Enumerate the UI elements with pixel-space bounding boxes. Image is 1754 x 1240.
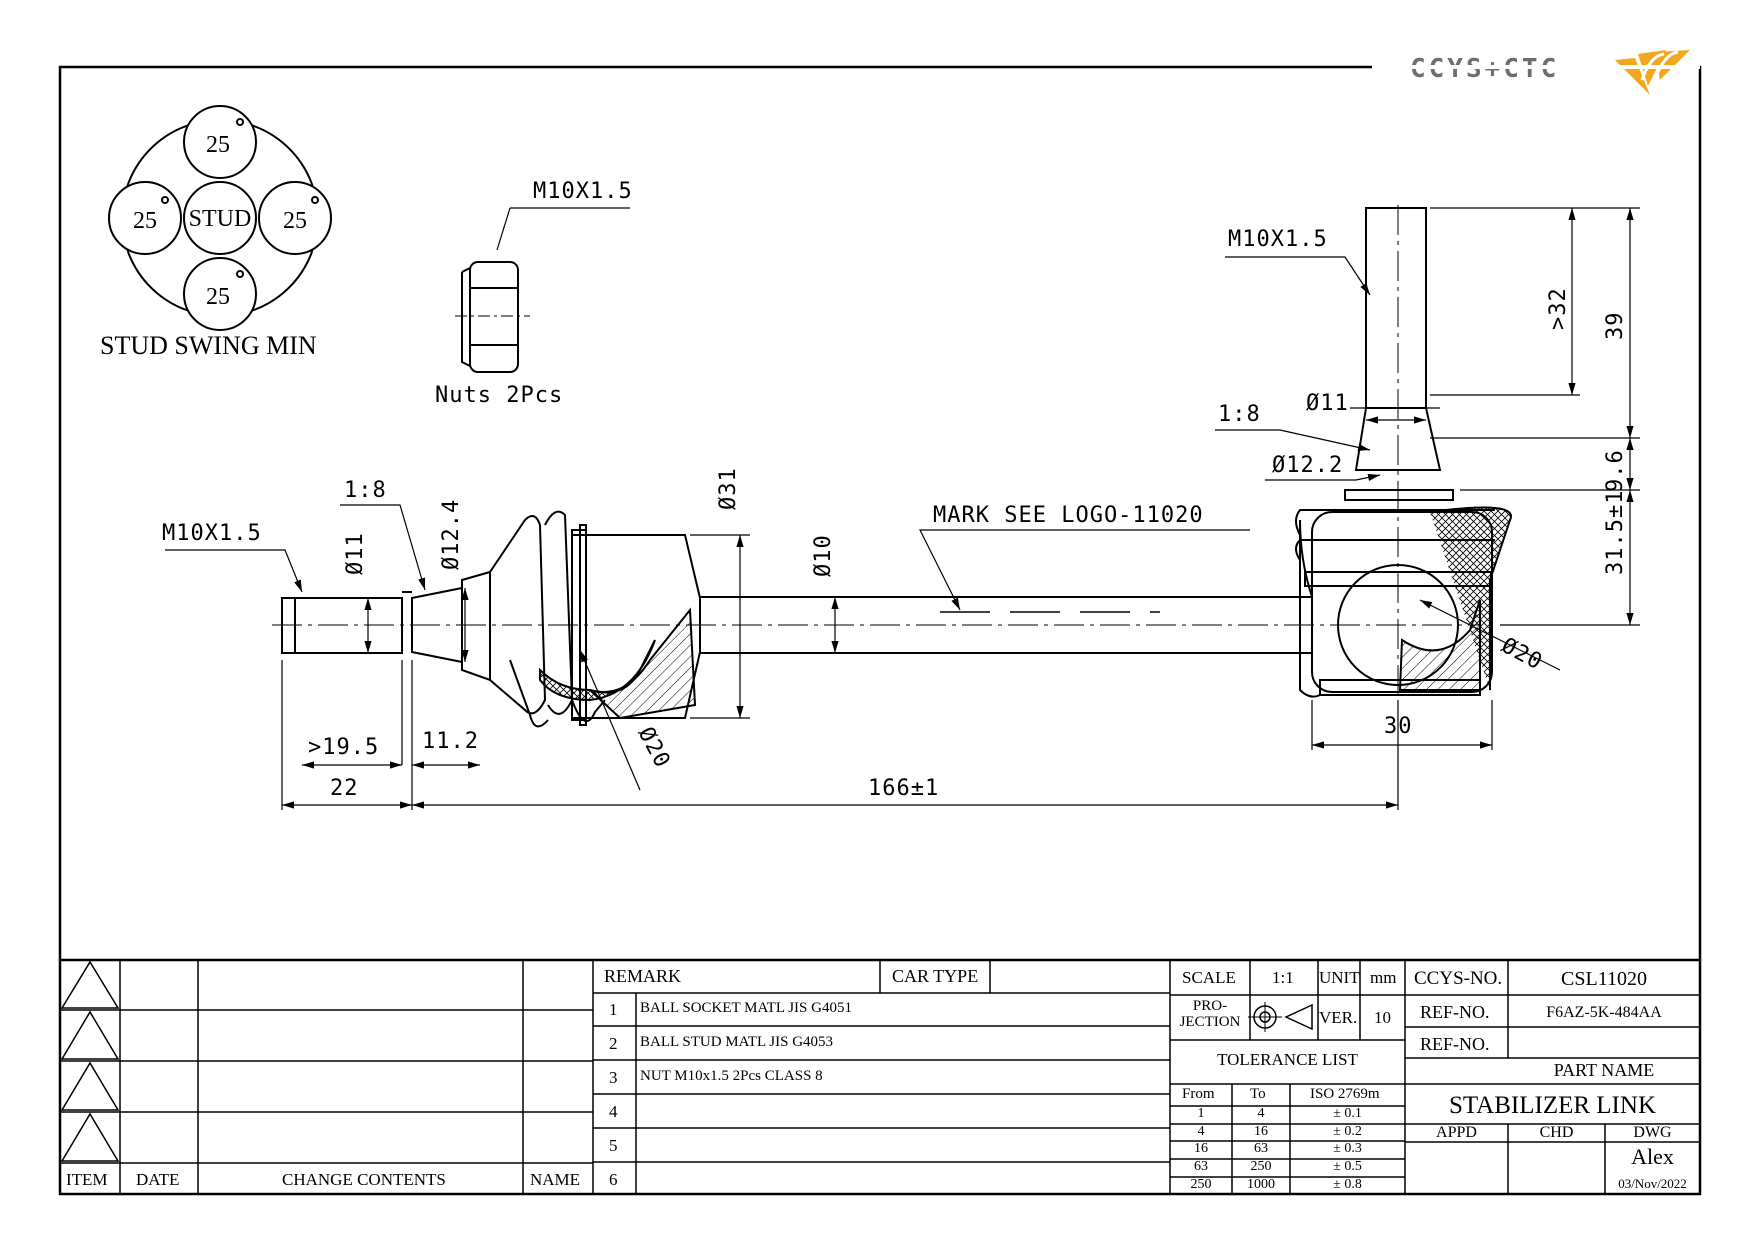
tol-from-2: 4 [1197, 1124, 1205, 1139]
projection-label-1: PRO- [1192, 998, 1228, 1014]
dim-11-2: 11.2 [422, 729, 479, 754]
tol-header-to: To [1250, 1086, 1266, 1102]
ccys-no: CSL11020 [1561, 968, 1647, 990]
scale-value: 1:1 [1272, 968, 1294, 987]
ref-label-1: REF-NO. [1420, 1002, 1490, 1022]
rev-header-name: NAME [530, 1170, 581, 1189]
car-type-label: CAR TYPE [892, 966, 979, 986]
dim-mark: MARK SEE LOGO-11020 [933, 503, 1204, 528]
ver-value: 10 [1374, 1008, 1391, 1027]
ref-no-1: F6AZ-5K-484AA [1546, 1004, 1662, 1021]
ver-label: VER. [1319, 1008, 1358, 1027]
dim-taper-left: 1:8 [344, 478, 387, 503]
tol-from-3: 16 [1194, 1141, 1208, 1156]
dim-d10: Ø10 [811, 534, 836, 577]
tol-from-4: 63 [1194, 1159, 1208, 1174]
projection-label: PRO- JECTION [1172, 998, 1248, 1030]
tol-val-3: ± 0.3 [1333, 1141, 1362, 1156]
tol-to-2: 16 [1254, 1124, 1268, 1139]
dim-right-thread: M10X1.5 [1228, 227, 1328, 252]
dim-22: 22 [330, 776, 359, 801]
nut-thread-label: M10X1.5 [533, 179, 633, 204]
dim-32: >32 [1546, 287, 1571, 330]
tol-to-4: 250 [1250, 1159, 1272, 1174]
remark-text-3: NUT M10x1.5 2Pcs CLASS 8 [640, 1068, 823, 1084]
ref-label-2: REF-NO. [1420, 1034, 1490, 1054]
dim-d20-left: Ø20 [633, 723, 675, 772]
swing-angle-right: 25 [283, 208, 307, 234]
remark-no-3: 3 [609, 1068, 618, 1087]
tol-header-iso: ISO 2769m [1310, 1086, 1380, 1102]
tol-from-5: 250 [1190, 1177, 1212, 1192]
remark-no-4: 4 [609, 1102, 618, 1121]
dim-d31: Ø31 [716, 467, 741, 510]
stud-swing-diagram [108, 105, 332, 331]
dimension-lines [165, 207, 1640, 810]
drawer-name: Alex [1631, 1144, 1674, 1169]
swing-angle-bottom: 25 [206, 284, 230, 310]
remark-label: REMARK [604, 966, 682, 986]
dim-31-5: 31.5±1 [1603, 490, 1628, 575]
dim-39: 39 [1603, 312, 1628, 341]
dim-d12-4: Ø12.4 [439, 499, 464, 570]
tol-val-2: ± 0.2 [1333, 1124, 1362, 1139]
part-name: STABILIZER LINK [1449, 1092, 1656, 1119]
drawing-date: 03/Nov/2022 [1618, 1176, 1687, 1191]
dwg-label: DWG [1633, 1124, 1672, 1141]
part-name-label: PART NAME [1553, 1060, 1655, 1080]
unit-value: mm [1370, 968, 1397, 987]
dim-taper-right: 1:8 [1218, 402, 1261, 427]
tol-to-1: 4 [1257, 1106, 1265, 1121]
remark-no-5: 5 [609, 1136, 618, 1155]
rev-header-change: CHANGE CONTENTS [282, 1170, 446, 1189]
chd-label: CHD [1539, 1124, 1574, 1141]
tol-val-5: ± 0.8 [1333, 1177, 1362, 1192]
tol-from-1: 1 [1197, 1106, 1205, 1121]
swing-caption: STUD SWING MIN [100, 331, 317, 360]
dim-left-thread: M10X1.5 [162, 521, 262, 546]
tol-val-4: ± 0.5 [1333, 1159, 1362, 1174]
appd-label: APPD [1436, 1124, 1477, 1141]
rev-header-date: DATE [136, 1170, 180, 1189]
ccys-label: CCYS-NO. [1414, 968, 1503, 989]
dim-d11-left: Ø11 [343, 532, 368, 575]
dim-30: 30 [1384, 714, 1413, 739]
dim-d12-2: Ø12.2 [1272, 453, 1343, 478]
remark-text-1: BALL SOCKET MATL JIS G4051 [640, 1000, 852, 1016]
tol-to-5: 1000 [1247, 1177, 1275, 1192]
tol-to-3: 63 [1254, 1141, 1268, 1156]
dim-d11-right: Ø11 [1306, 391, 1349, 416]
tolerance-title: TOLERANCE LIST [1217, 1050, 1358, 1069]
drawing-border [58, 65, 1702, 1196]
dim-19-5: >19.5 [308, 735, 379, 760]
dim-9-6: 9.6 [1603, 449, 1628, 492]
title-block-grid [60, 958, 1700, 1194]
swing-angle-top: 25 [206, 132, 230, 158]
unit-label: UNIT [1319, 968, 1360, 987]
nut-caption: Nuts 2Pcs [435, 383, 563, 408]
rev-header-item: ITEM [66, 1170, 108, 1189]
swing-angle-left: 25 [133, 208, 157, 234]
remark-no-1: 1 [609, 1000, 618, 1019]
projection-label-2: JECTION [1179, 1014, 1241, 1030]
stud-label: STUD [189, 206, 252, 232]
tol-header-from: From [1182, 1086, 1215, 1102]
remark-no-6: 6 [609, 1170, 618, 1189]
remark-text-2: BALL STUD MATL JIS G4053 [640, 1034, 834, 1050]
stabilizer-link-drawing [272, 205, 1512, 728]
remark-no-2: 2 [609, 1034, 618, 1053]
dim-d20-right: Ø20 [1497, 633, 1546, 675]
dim-166: 166±1 [868, 776, 939, 801]
nut-drawing [455, 207, 630, 373]
scale-label: SCALE [1182, 968, 1236, 987]
tol-val-1: ± 0.1 [1333, 1106, 1362, 1121]
